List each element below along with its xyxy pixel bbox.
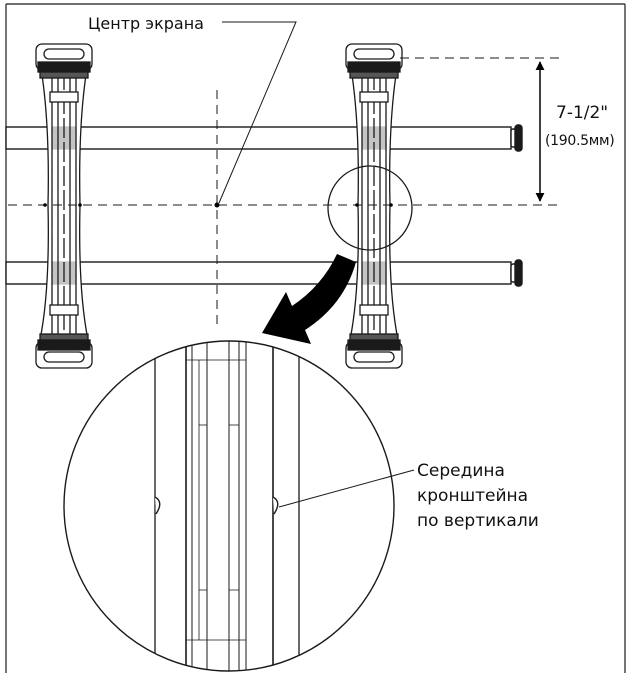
zoom-arrow — [262, 254, 356, 344]
bracket-middle-label: Середина кронштейна по вертикали — [417, 459, 539, 534]
upper-rail-knob — [514, 124, 523, 152]
right-bracket-midpoint — [355, 203, 359, 207]
upper-rail — [5, 126, 512, 150]
spacing-metric-label: (190.5мм) — [545, 133, 615, 149]
detail-marker-circle — [327, 165, 413, 251]
screen-center-leader — [218, 21, 297, 204]
bracket-middle-leader — [278, 469, 415, 508]
center-lines — [8, 57, 560, 330]
screen-center-point — [214, 202, 220, 208]
left-bracket-midpoint-2 — [78, 203, 82, 207]
bracket-middle-line-3: по вертикали — [417, 511, 539, 531]
right-bracket — [345, 43, 403, 369]
bracket-middle-line-2: кронштейна — [417, 486, 529, 506]
left-bracket-midpoint — [43, 203, 47, 207]
screen-center-label: Центр экрана — [88, 14, 204, 33]
right-bracket-midpoint-2 — [389, 203, 393, 207]
bracket-middle-line-1: Середина — [417, 461, 505, 481]
left-notch — [154, 496, 161, 515]
spacing-dimension-label: 7-1/2" — [556, 103, 609, 123]
lower-rail — [5, 261, 512, 285]
zoom-detail — [63, 340, 395, 672]
frame — [5, 3, 626, 673]
right-notch — [272, 496, 279, 515]
lower-rail-knob — [514, 259, 523, 287]
